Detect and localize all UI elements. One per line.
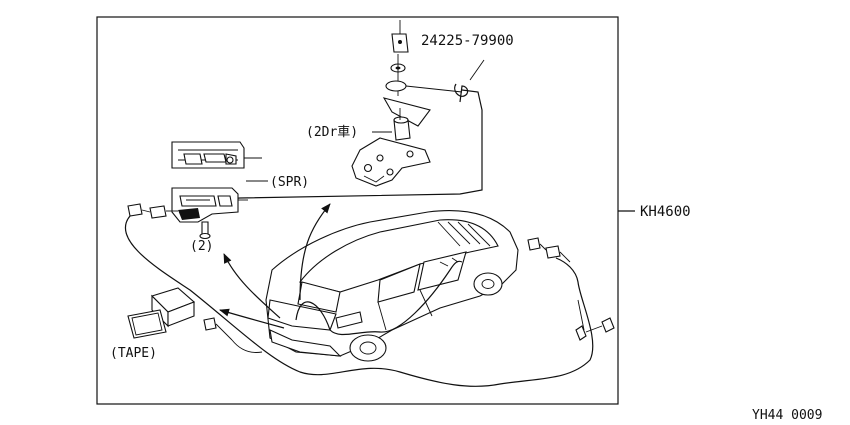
two-door-label: (2Dr車) — [306, 125, 358, 140]
arrow-icon — [299, 203, 331, 301]
assembly-label: KH4600 — [640, 204, 691, 220]
tape-piece — [127, 309, 167, 339]
part-number-label: 24225-79900 — [421, 33, 514, 49]
car-body — [265, 210, 519, 362]
connector-icon — [127, 203, 178, 219]
main-cable-route — [214, 89, 483, 201]
hatch-bolt-assembly — [351, 20, 463, 187]
spr-label: (SPR) — [270, 175, 309, 190]
arrow-icon — [219, 308, 285, 329]
harness-clip-icon — [454, 59, 485, 103]
right-harness-connectors — [527, 237, 615, 341]
spr-latch-assembly — [171, 141, 262, 240]
quantity-label: (2) — [190, 239, 213, 254]
tape-label: (TAPE) — [110, 346, 157, 361]
connector-icon — [203, 317, 263, 353]
lower-harness-wire — [124, 215, 594, 387]
arrow-icon — [223, 253, 281, 319]
diagram-code-label: YH44 0009 — [752, 408, 822, 423]
